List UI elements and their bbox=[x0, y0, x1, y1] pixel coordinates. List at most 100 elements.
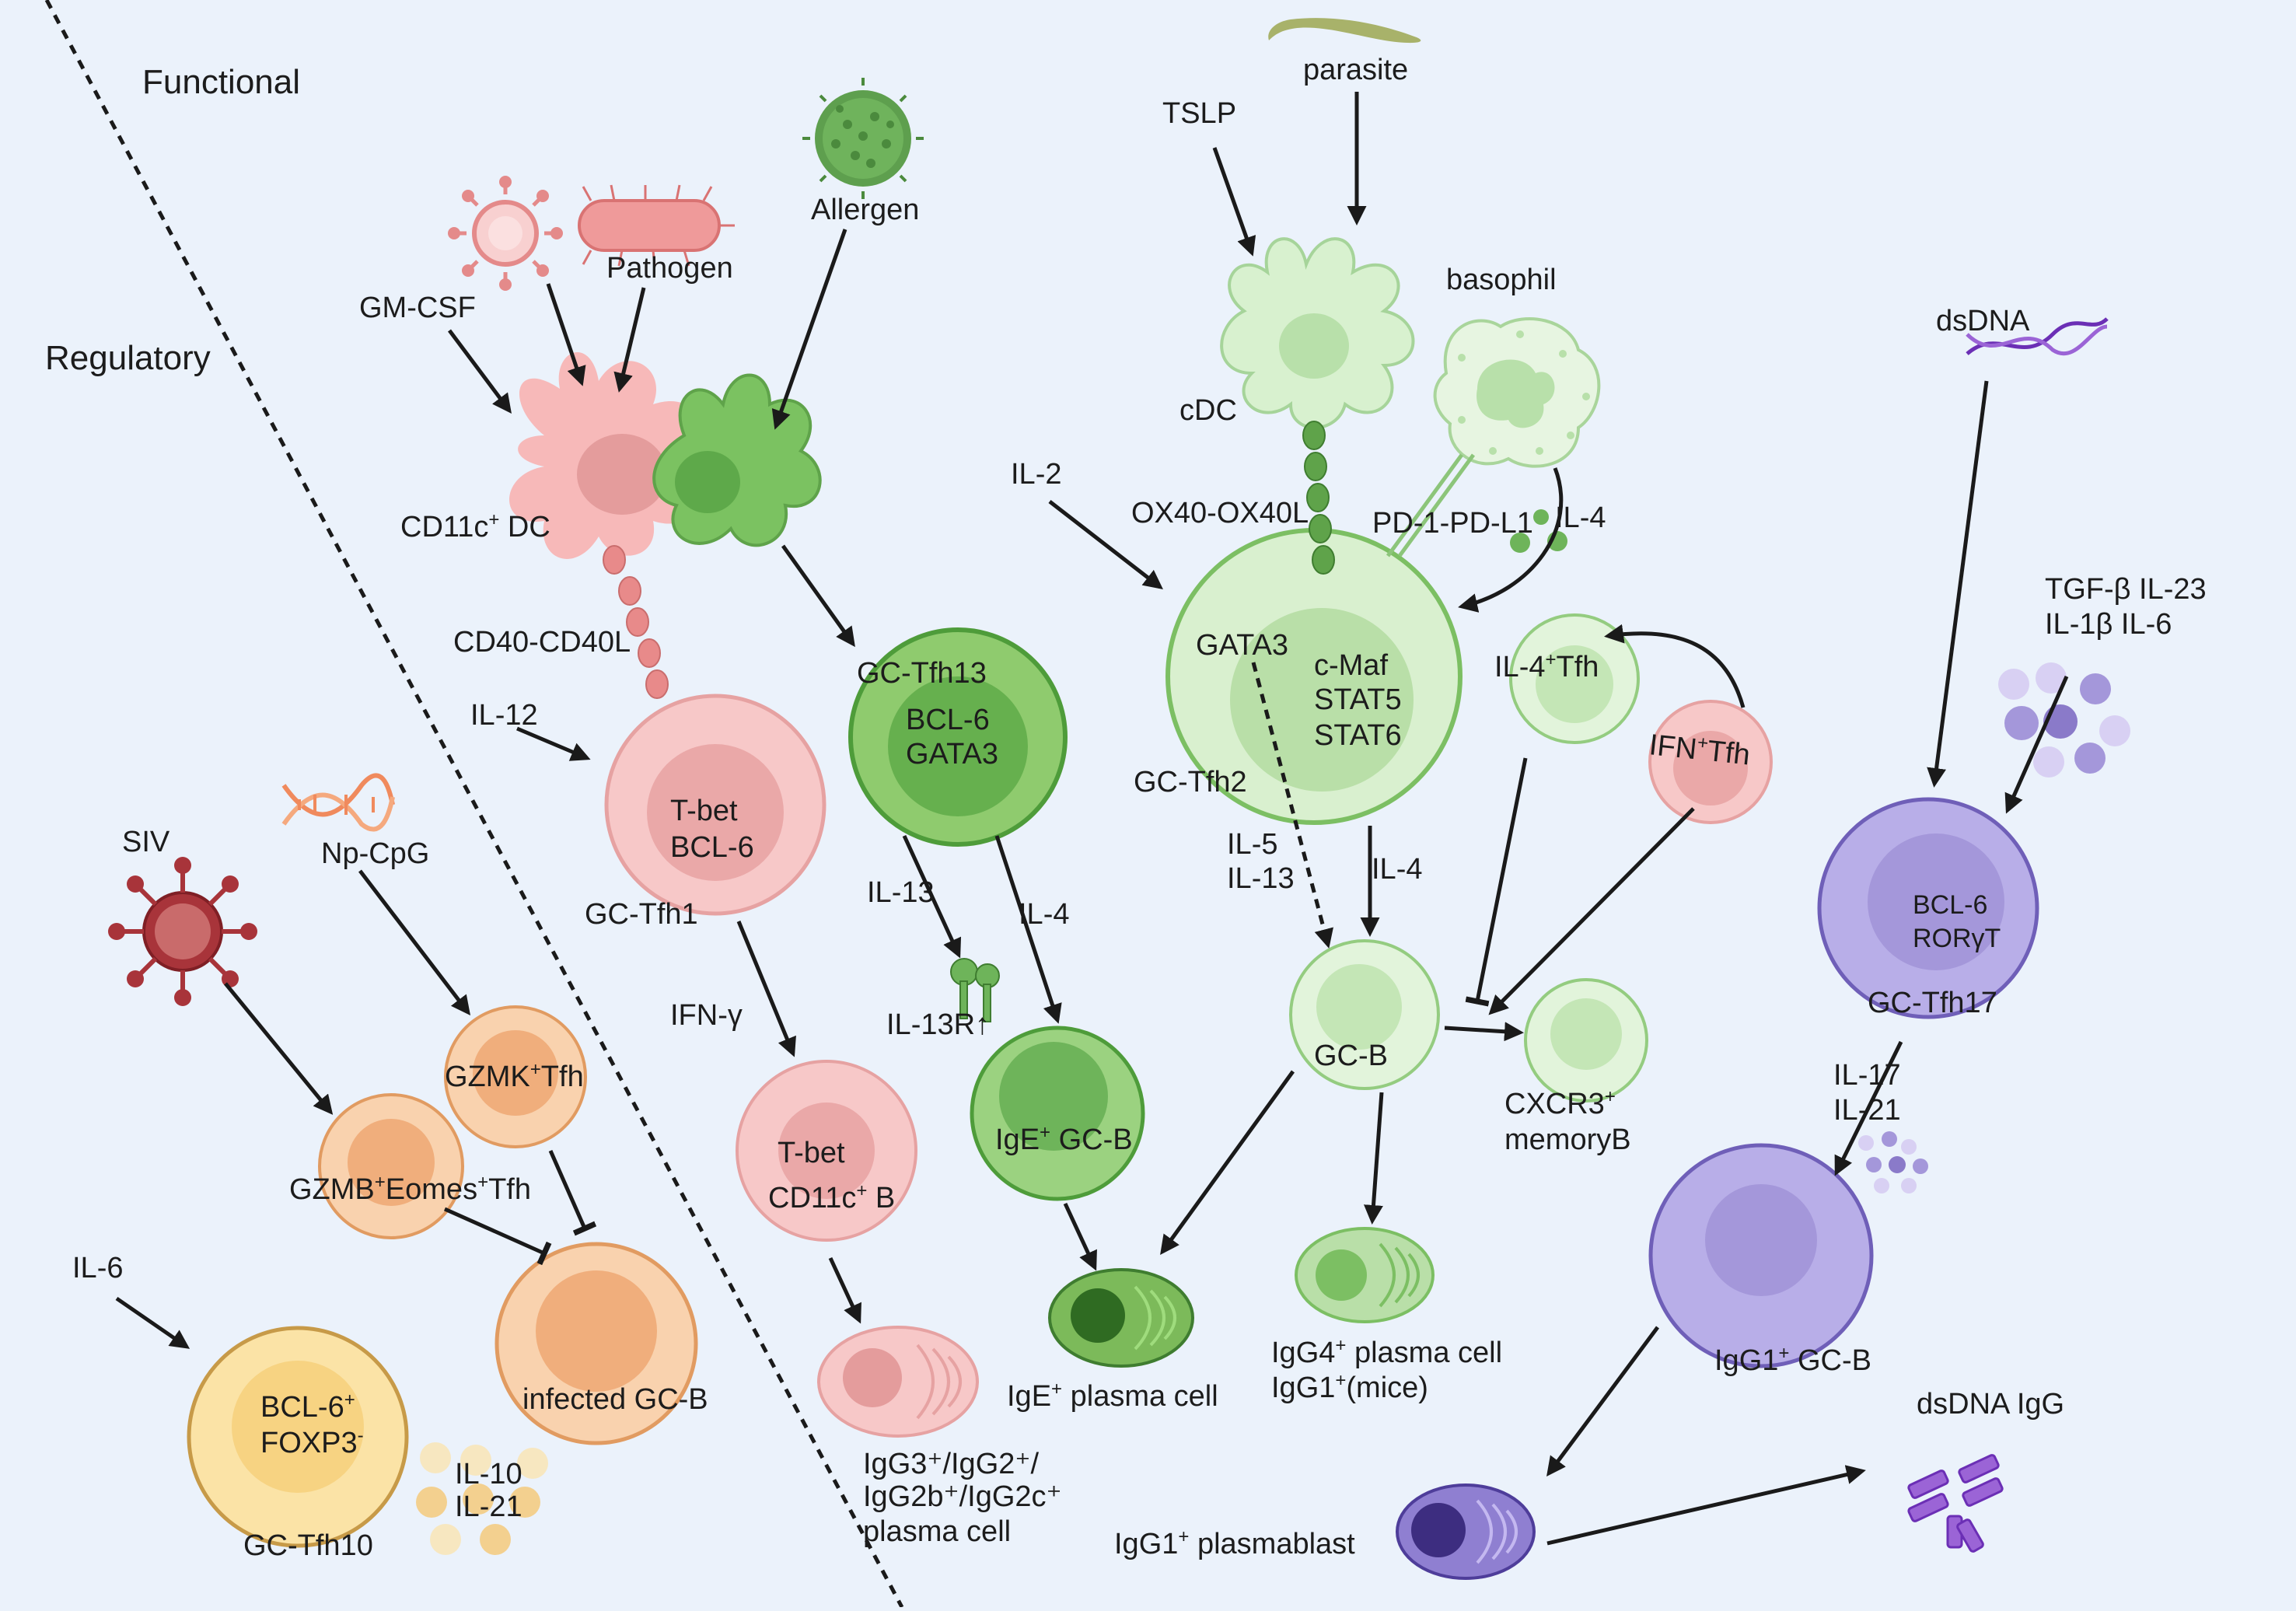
cxcr3-b-cell bbox=[1524, 978, 1648, 1103]
stimulus-tslp: TSLP bbox=[1162, 97, 1236, 130]
il4-tfh-cell bbox=[1509, 613, 1640, 744]
ox40-linker bbox=[1302, 421, 1335, 575]
infected-gcb-cell bbox=[494, 1242, 698, 1445]
allergen-dc-cell bbox=[652, 373, 822, 547]
stimulus-pathogen: Pathogen bbox=[606, 252, 733, 285]
signal-il12: IL-12 bbox=[470, 699, 538, 732]
region-functional: Functional bbox=[142, 63, 300, 101]
arrow-tbetb-igg3 bbox=[828, 1256, 861, 1324]
gc-tfh17-line2: RORγT bbox=[1913, 924, 2001, 953]
infected-gcb-label: infected GC-B bbox=[522, 1383, 708, 1416]
gc-b-label: GC-B bbox=[1314, 1040, 1388, 1072]
ige-gcb-cell bbox=[970, 1026, 1145, 1201]
arrow-plasmablast-igg bbox=[1546, 1465, 1866, 1546]
il13r-receptor-icon bbox=[950, 958, 1000, 1022]
ige-plasma-cell bbox=[1048, 1268, 1194, 1368]
igg1-mice-label: IgG1+(mice) bbox=[1271, 1370, 1428, 1404]
signal-il13r: IL-13R↑ bbox=[886, 1008, 990, 1041]
ifn-tfh-label: IFN+Tfh bbox=[1648, 727, 1752, 771]
inhibit-gzmk-infected bbox=[548, 1149, 597, 1236]
parasite-icon bbox=[1268, 18, 1421, 44]
arrow-dc-tfh13 bbox=[781, 544, 855, 648]
gc-b-cell bbox=[1289, 939, 1440, 1090]
pd1-linker bbox=[1386, 453, 1476, 557]
gc-tfh1-line2: BCL-6 bbox=[670, 831, 754, 864]
gc-tfh13-name: GC-Tfh13 bbox=[857, 657, 987, 690]
igg1-gcb-label: IgG1+ GC-B bbox=[1714, 1343, 1871, 1377]
arrow-igg1gcb-plasmablast bbox=[1546, 1326, 1660, 1477]
gc-tfh13-line2: GATA3 bbox=[906, 738, 998, 771]
inhibit-gzmb-infected bbox=[443, 1207, 552, 1266]
stimulus-gm-csf: GM-CSF bbox=[359, 292, 476, 324]
arrow-ifntfh-cxcr3 bbox=[1488, 807, 1695, 1015]
gc-tfh10-name: GC-Tfh10 bbox=[243, 1529, 373, 1562]
cytokine-small-purple-icon bbox=[1858, 1131, 1928, 1193]
cytokine-purple-icon bbox=[1998, 662, 2130, 778]
cdc-cell bbox=[1220, 237, 1415, 429]
divider-line bbox=[44, 0, 904, 1609]
stimulus-siv: SIV bbox=[122, 826, 170, 858]
arrow-gcb-igg4 bbox=[1363, 1092, 1384, 1225]
gc-tfh1-line1: T-bet bbox=[670, 795, 738, 827]
signal-cd40: CD40-CD40L bbox=[453, 626, 631, 659]
cytokine-yellow-icon bbox=[416, 1442, 548, 1555]
gc-tfh2-line1: c-Maf bbox=[1314, 649, 1388, 682]
dsdna-helix-icon bbox=[1966, 317, 2109, 356]
signal-il6: IL-6 bbox=[72, 1252, 123, 1284]
gc-tfh17-name: GC-Tfh17 bbox=[1868, 987, 1997, 1019]
siv-virus-icon bbox=[108, 857, 257, 1006]
bacterium-icon bbox=[578, 184, 735, 267]
gc-tfh2-line2: STAT5 bbox=[1314, 683, 1402, 716]
igg3-line2: IgG2b⁺/IgG2c⁺ bbox=[863, 1480, 1062, 1513]
igg4-plasma-cell bbox=[1295, 1227, 1435, 1323]
arrow-siv-gzmb bbox=[224, 982, 334, 1115]
gc-tfh10-cell bbox=[187, 1326, 409, 1548]
gzmk-tfh-cell bbox=[444, 1005, 587, 1148]
arrow-gmcsf-dc bbox=[447, 329, 512, 414]
signal-il21-b: IL-21 bbox=[455, 1490, 522, 1523]
gc-tfh10-line2: FOXP3- bbox=[260, 1425, 364, 1459]
arrow-gcb-igepc bbox=[1160, 1070, 1295, 1256]
arrow-ifn-il4tfh bbox=[1604, 624, 1746, 708]
arrow-pathogen-dc bbox=[613, 287, 646, 393]
arrow-igegcb-igepc bbox=[1063, 1202, 1097, 1271]
igg4-pc-label: IgG4+ plasma cell bbox=[1271, 1335, 1502, 1369]
stimulus-basophil: basophil bbox=[1446, 264, 1557, 296]
gzmb-tfh-label: GZMB+Eomes+Tfh bbox=[289, 1172, 531, 1206]
gc-tfh13-line1: BCL-6 bbox=[906, 704, 990, 736]
cd40-linker bbox=[603, 545, 669, 699]
antibody-icon bbox=[1907, 1454, 2004, 1553]
cxcr3-b-line1: CXCR3+ bbox=[1504, 1086, 1616, 1120]
dsdna-igg-label: dsDNA IgG bbox=[1917, 1388, 2064, 1421]
gc-tfh1-cell bbox=[604, 694, 826, 916]
tbet-b-cell bbox=[736, 1060, 917, 1242]
signal-il13: IL-13 bbox=[867, 876, 935, 909]
arrow-tfh17-igg1gcb bbox=[1834, 1040, 1903, 1176]
tbet-b-line2: CD11c+ B bbox=[768, 1180, 895, 1214]
arrow-tslp-cdc bbox=[1212, 147, 1256, 257]
arrow-il6-tfh10 bbox=[115, 1296, 190, 1349]
stimulus-np-cpg: Np-CpG bbox=[321, 837, 429, 870]
signal-pd1: PD-1-PD-L1 bbox=[1372, 507, 1533, 540]
signal-il4-b: IL-4 bbox=[1555, 501, 1606, 534]
gzmk-tfh-label: GZMK+Tfh bbox=[445, 1059, 584, 1093]
virus-pink-icon bbox=[448, 176, 563, 291]
arrows bbox=[115, 92, 2069, 1546]
arrow-cytokine-tfh17 bbox=[2004, 675, 2069, 814]
signal-il13-b: IL-13 bbox=[1227, 862, 1295, 895]
igg1-pb-label: IgG1+ plasmablast bbox=[1114, 1526, 1355, 1560]
arrow-npcpg-gzmk bbox=[358, 869, 471, 1015]
ige-gcb-label: IgE+ GC-B bbox=[995, 1122, 1133, 1156]
region-regulatory: Regulatory bbox=[45, 339, 211, 377]
signal-il1b: IL-1β IL-6 bbox=[2045, 608, 2172, 641]
signal-tgfb: TGF-β IL-23 bbox=[2045, 573, 2207, 606]
signal-il10: IL-10 bbox=[455, 1458, 522, 1490]
ifn-tfh-cell bbox=[1648, 700, 1773, 824]
signal-il5: IL-5 bbox=[1227, 828, 1277, 861]
gzmb-tfh-cell bbox=[318, 1093, 464, 1239]
cxcr3-b-line2: memoryB bbox=[1504, 1124, 1631, 1156]
signal-il4-c: IL-4 bbox=[1372, 853, 1422, 886]
gc-tfh2-left: GATA3 bbox=[1196, 629, 1288, 662]
